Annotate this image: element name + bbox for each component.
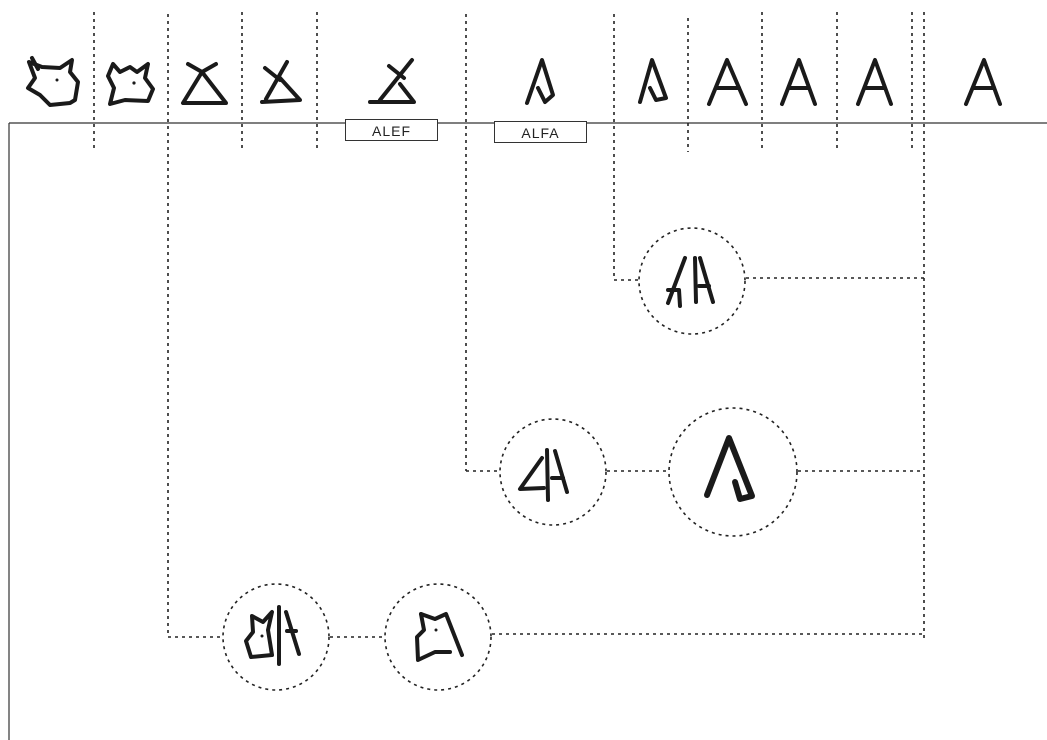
dotted-connectors xyxy=(93,12,925,640)
proto-aleph-glyph xyxy=(181,62,228,105)
letter-a-glyph xyxy=(707,58,748,106)
ox-head-glyph xyxy=(106,62,155,106)
ox-head-glyph xyxy=(26,56,80,107)
large-a-glyph xyxy=(704,435,755,502)
letter-a-glyph xyxy=(780,58,817,106)
letter-a-glyph xyxy=(638,58,668,104)
split-aleph-alpha-glyph xyxy=(518,448,569,502)
node-circle-split-ox xyxy=(222,583,330,691)
ox-head-aleph-glyph xyxy=(415,612,464,662)
mixed-aleph-alpha-glyph xyxy=(666,256,715,308)
label-alef: ALEF xyxy=(345,119,438,141)
label-alfa: ALFA xyxy=(494,121,587,143)
alpha-glyph xyxy=(525,58,555,105)
node-circle-large-a xyxy=(668,407,798,537)
node-circle-ox-aleph xyxy=(384,583,492,691)
aleph-glyph xyxy=(368,58,416,104)
node-circle-mixed xyxy=(638,227,746,335)
letter-a-glyph xyxy=(856,58,893,106)
split-ox-head-glyph xyxy=(244,605,301,666)
proto-aleph-glyph xyxy=(260,60,302,104)
letter-a-glyph xyxy=(964,58,1002,106)
node-circle-split-aleph-alpha xyxy=(499,418,607,526)
